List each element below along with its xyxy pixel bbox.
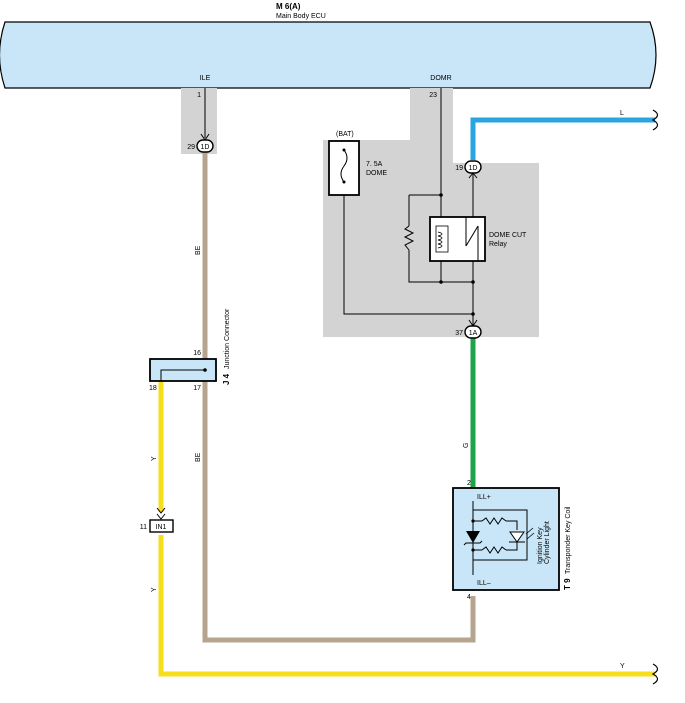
pin-18-num: 18 <box>149 385 157 392</box>
relay-block-shade <box>323 88 539 337</box>
ecu-body <box>0 21 657 89</box>
fuse-wire <box>343 195 473 315</box>
pin-11-num: 11 <box>140 524 147 531</box>
coil-code: T 9 <box>563 578 572 590</box>
wire-be-label-lower: BE <box>195 452 202 462</box>
pin-ile-num: 1 <box>197 92 201 99</box>
wire-y-right-label: Y <box>620 663 625 670</box>
fuse-element <box>340 149 348 183</box>
connector-in1 <box>149 519 174 533</box>
relay-label-1: DOME CUT <box>489 232 527 239</box>
connector-1d-l-label: 1D <box>469 165 478 172</box>
ecu-pin-ile-label: ILE <box>200 75 211 82</box>
ecu-code: M 6(A) <box>276 2 301 11</box>
pin-37-num: 37 <box>455 330 463 337</box>
relay-resistor-wire-lower <box>408 250 473 283</box>
ill-pos-label: ILL+ <box>477 494 491 501</box>
pin-19-num: 19 <box>455 165 463 172</box>
wire-l-break <box>651 109 659 131</box>
wire-y-label-lower: Y <box>151 587 158 592</box>
connector-1a-label: 1A <box>469 330 478 337</box>
wire-y <box>158 535 655 677</box>
ill-neg-label: ILL– <box>477 580 491 587</box>
fuse-rating: 7. 5A <box>366 161 383 168</box>
relay-resistor <box>403 225 415 251</box>
ecu-pin-domr-label: DOMR <box>430 75 451 82</box>
pin-16-num: 16 <box>193 350 201 357</box>
relay-switch <box>465 225 479 247</box>
coil-light-line2: Cylinder Light <box>544 521 551 564</box>
wire-l-label: L <box>620 110 624 117</box>
wire-l <box>470 117 655 160</box>
wire-be-label-upper: BE <box>195 245 202 255</box>
wire-y-label-upper: Y <box>151 456 158 461</box>
ecu-name: Main Body ECU <box>276 13 326 20</box>
pin-2-num: 2 <box>467 480 471 487</box>
led-icon <box>509 531 525 543</box>
transponder-coil-box <box>452 487 560 591</box>
wire-y-break <box>651 663 659 685</box>
coil-name: Transponder Key Coil <box>565 506 572 574</box>
relay-coil <box>435 225 449 253</box>
coil-light-line1: Ignition Key <box>537 527 544 564</box>
coil-resistor-lower <box>481 546 507 554</box>
pin-29-num: 29 <box>187 144 195 151</box>
wire-g-label: G <box>463 443 470 448</box>
connector-1d-ile <box>196 139 214 153</box>
connector-1d-ile-label: 1D <box>201 144 210 151</box>
connector-1a <box>464 325 482 339</box>
pin-17-num: 17 <box>193 385 201 392</box>
connector-in1-label: IN1 <box>156 524 167 531</box>
fuse-source: (BAT) <box>336 131 354 138</box>
junction-name: Junction Connector <box>224 308 231 369</box>
junction-code: J 4 <box>222 373 231 385</box>
pin-domr-num: 23 <box>429 92 437 99</box>
fuse-name: DOME <box>366 170 387 177</box>
coil-resistor-upper <box>481 517 507 525</box>
wire-be <box>202 152 476 643</box>
relay-label-2: Relay <box>489 241 507 248</box>
zener-diode <box>466 531 480 543</box>
pin-4-num: 4 <box>467 594 471 601</box>
